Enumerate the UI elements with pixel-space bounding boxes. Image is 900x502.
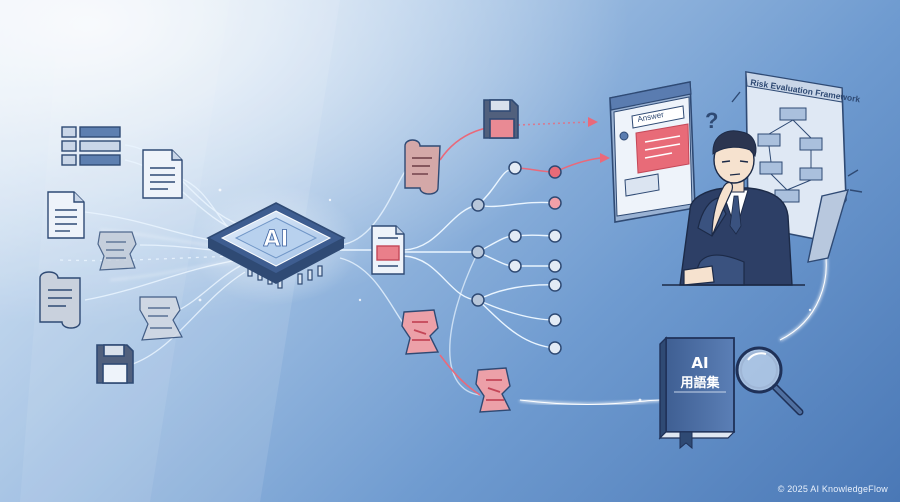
scroll-document-icon — [39, 271, 81, 329]
glossary-title-line2: 用語集 — [679, 375, 720, 391]
framework-node — [799, 137, 823, 151]
scroll-document-icon — [404, 139, 441, 195]
tree-node — [548, 341, 562, 355]
thinking-businessman: ? — [662, 108, 805, 286]
tree-node — [548, 259, 562, 273]
copyright-text: © 2025 AI KnowledgeFlow — [777, 484, 888, 494]
tree-node — [508, 229, 522, 243]
glossary-title-line1: AI — [691, 354, 708, 372]
tree-node — [548, 229, 562, 243]
document-icon — [47, 191, 85, 239]
tree-node-alert — [548, 196, 562, 210]
framework-node — [799, 167, 823, 181]
error-document-icon — [475, 367, 512, 413]
glossary-book: AI 用語集 — [658, 336, 736, 450]
document-icon — [142, 149, 183, 199]
tree-node — [471, 245, 485, 259]
tree-node — [471, 293, 485, 307]
tree-node — [508, 161, 522, 175]
floppy-disk-icon — [96, 344, 134, 384]
light-beam — [0, 0, 340, 502]
tree-node — [548, 278, 562, 292]
framework-node — [759, 161, 783, 175]
table-icon — [61, 126, 121, 166]
arrow-to-answer-2 — [600, 153, 610, 163]
framework-node — [779, 107, 807, 121]
question-mark: ? — [705, 108, 718, 133]
tree-node-alert — [548, 165, 562, 179]
magnifying-glass-icon — [735, 346, 804, 416]
flagged-document-icon — [371, 225, 405, 275]
decision-tree-nodes — [471, 161, 562, 355]
sparkles — [198, 188, 812, 402]
answer-window: Answer — [609, 81, 696, 223]
floppy-disk-icon — [483, 99, 519, 139]
chip-label: AI — [263, 227, 288, 252]
error-document-icon — [401, 309, 440, 355]
tree-node — [471, 198, 485, 212]
damaged-document-icon — [97, 231, 137, 271]
tree-node — [508, 259, 522, 273]
arrow-to-answer-1 — [588, 117, 598, 127]
ai-chip: AI — [190, 185, 360, 305]
damaged-document-icon — [139, 296, 183, 341]
framework-node — [757, 133, 781, 147]
tree-node — [548, 313, 562, 327]
